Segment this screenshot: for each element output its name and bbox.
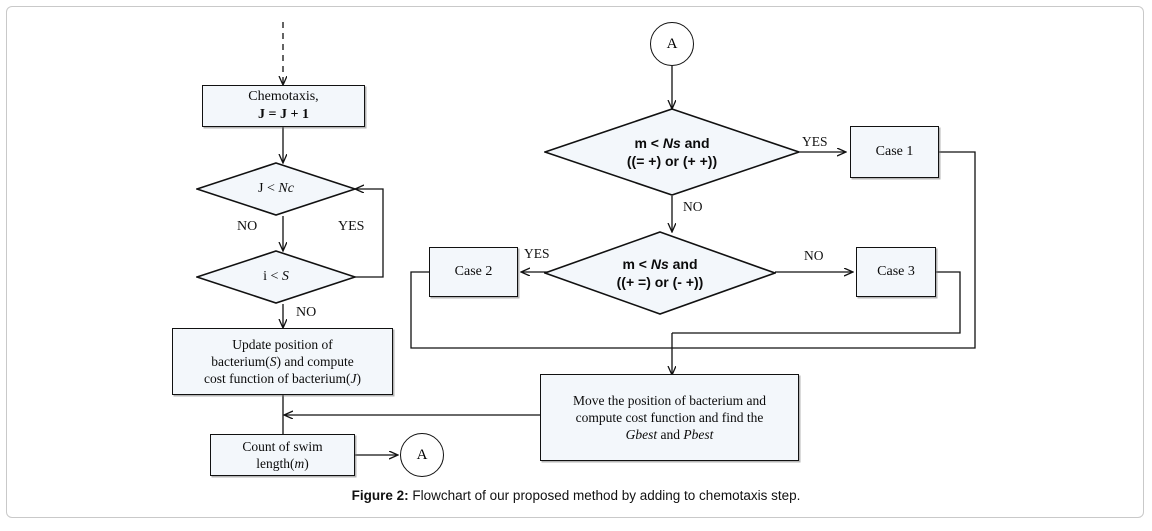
node-case-3[interactable]: Case 3 <box>856 247 936 297</box>
diamond-shape <box>544 108 800 196</box>
node-decision-m-lt-ns-top[interactable]: m < Ns and ((= +) or (+ +)) <box>544 108 800 196</box>
caption-label: Figure 2: <box>351 488 409 503</box>
edge-label-bottom-no: NO <box>804 248 824 263</box>
node-case-2[interactable]: Case 2 <box>429 247 518 297</box>
case-2-label: Case 2 <box>454 264 493 280</box>
decision-bottom-line-1: m < Ns and <box>622 255 698 272</box>
chemotaxis-line-1: Chemotaxis, <box>248 89 319 105</box>
update-line-3: cost function of bacterium(J) <box>203 371 362 386</box>
decision-bottom-line-2: ((+ =) or (- +)) <box>616 274 704 290</box>
update-line-2: bacterium(S) and compute <box>211 354 354 369</box>
node-move-position[interactable]: Move the position of bacterium and compu… <box>540 374 799 461</box>
connector-a-bottom[interactable]: A <box>400 433 444 477</box>
move-line-3: Gbest and Pbest <box>625 427 714 442</box>
connector-a-top[interactable]: A <box>650 22 694 66</box>
node-update-position[interactable]: Update position of bacterium(S) and comp… <box>172 328 393 395</box>
count-swim-line-2: length(m) <box>256 456 309 471</box>
case-1-label: Case 1 <box>875 144 914 160</box>
diamond-shape <box>196 162 356 216</box>
diamond-shape <box>196 250 356 304</box>
edge-label-jnc-yes: YES <box>338 219 365 234</box>
decision-top-line-1: m < Ns and <box>634 134 710 151</box>
decision-jnc-italic: Nc <box>278 180 294 196</box>
node-decision-m-lt-ns-bottom[interactable]: m < Ns and ((+ =) or (- +)) <box>544 231 776 315</box>
edge-label-top-yes: YES <box>802 134 828 149</box>
edge-label-bottom-yes: YES <box>524 246 550 261</box>
connector-a-top-label: A <box>666 35 678 52</box>
node-count-of-swim[interactable]: Count of swim length(m) <box>210 434 355 476</box>
decision-is-prefix: i < <box>263 268 282 284</box>
decision-jnc-prefix: J < <box>258 180 279 196</box>
node-case-1[interactable]: Case 1 <box>850 126 939 178</box>
connector-a-bottom-label: A <box>416 446 428 463</box>
caption-text: Flowchart of our proposed method by addi… <box>408 488 801 503</box>
decision-is-italic: S <box>281 268 289 284</box>
node-decision-j-lt-nc[interactable]: J < Nc <box>196 162 356 216</box>
node-chemotaxis[interactable]: Chemotaxis, J = J + 1 <box>202 85 365 127</box>
decision-top-line-2: ((= +) or (+ +)) <box>626 153 718 169</box>
case-3-label: Case 3 <box>877 264 915 280</box>
diamond-shape <box>544 231 776 315</box>
edge-label-jnc-no: NO <box>237 219 258 234</box>
figure-caption: Figure 2: Flowchart of our proposed meth… <box>0 488 1152 503</box>
update-line-1: Update position of <box>232 337 333 352</box>
edge-label-is-no: NO <box>296 305 317 320</box>
move-line-1: Move the position of bacterium and <box>572 393 767 408</box>
count-swim-line-1: Count of swim <box>242 439 323 454</box>
move-line-2: compute cost function and find the <box>575 410 764 425</box>
edge-label-top-no: NO <box>683 199 703 214</box>
chemotaxis-line-2: J = J + 1 <box>258 107 309 122</box>
node-decision-i-lt-s[interactable]: i < S <box>196 250 356 304</box>
